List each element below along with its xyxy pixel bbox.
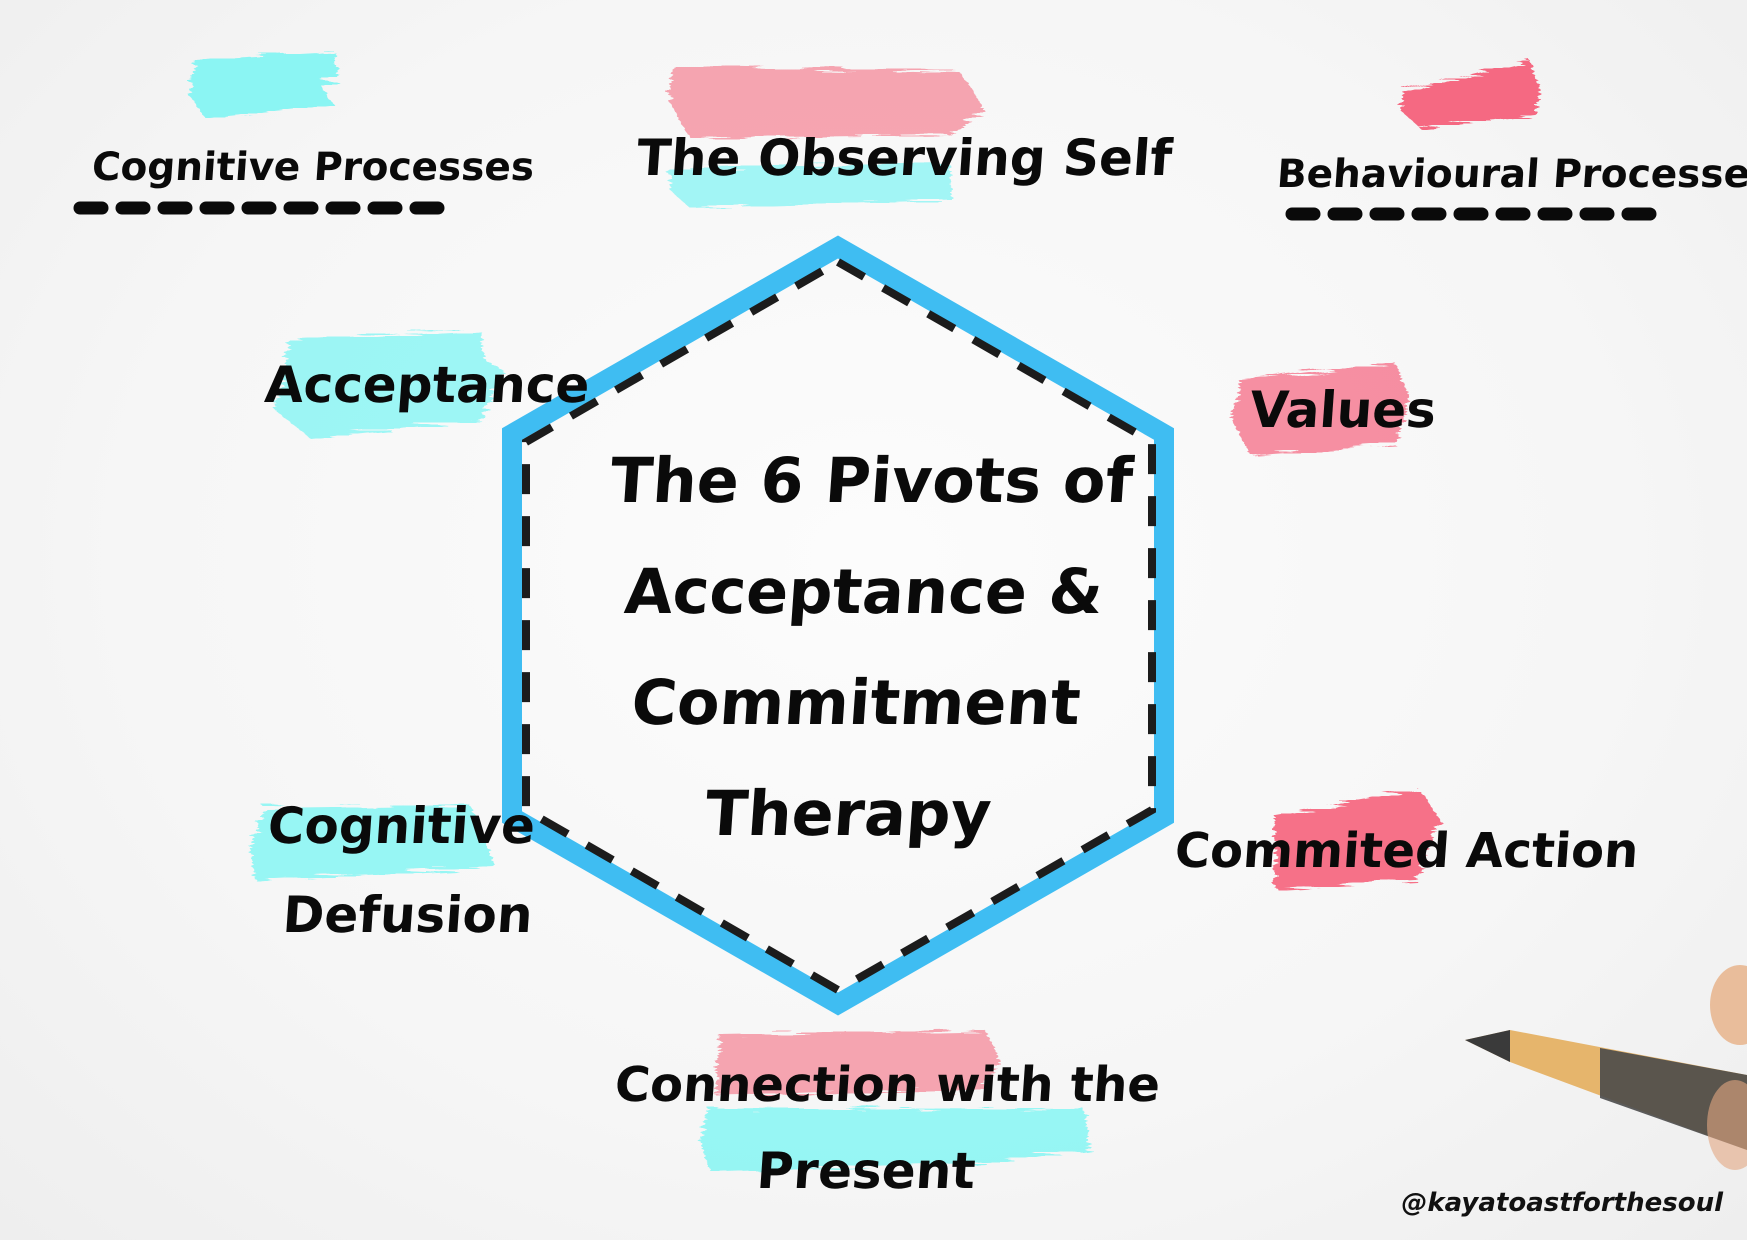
behavioural-processes-label: Behavioural Processes [1275,152,1747,197]
pink-brush-stroke [668,66,985,138]
cognitive-defusion-line2: Defusion [280,886,535,944]
cyan-brush-stroke [700,1108,1090,1172]
cognitive-defusion-line1: Cognitive [265,797,538,855]
cyan-brush-stroke [250,805,495,880]
cyan-brush-stroke [668,164,952,208]
cognitive-processes-label: Cognitive Processes [90,145,536,190]
author-handle: @kayatoastforthesoul [1401,1188,1723,1218]
title-line-1: The 6 Pivots of [607,444,1136,517]
title-line-2: Acceptance & [622,555,1106,628]
values-label: Values [1247,381,1439,439]
title-line-4: Therapy [702,777,994,850]
hand-icon [1707,965,1747,1170]
observing-self-label: The Observing Self [634,129,1175,187]
pink-brush-stroke [1400,60,1540,128]
title-line-3: Commitment [629,666,1083,739]
commited-action-label: Commited Action [1173,823,1641,879]
present-line1: Connection with the [613,1057,1163,1113]
pink-brush-stroke [715,1030,1000,1095]
hexagon-dashed-inner [522,257,1156,995]
pink-brush-stroke [1275,790,1440,888]
pink-brush-stroke [1232,362,1410,455]
diagram-title: The 6 Pivots of Acceptance & Commitment … [544,425,1175,869]
cyan-brush-stroke [275,330,505,438]
hexagon-outer [502,235,1174,1016]
acceptance-label: Acceptance [262,356,592,414]
cyan-brush-stroke [190,52,338,118]
pencil-icon [1465,1030,1747,1150]
present-line2: Present [754,1142,978,1200]
